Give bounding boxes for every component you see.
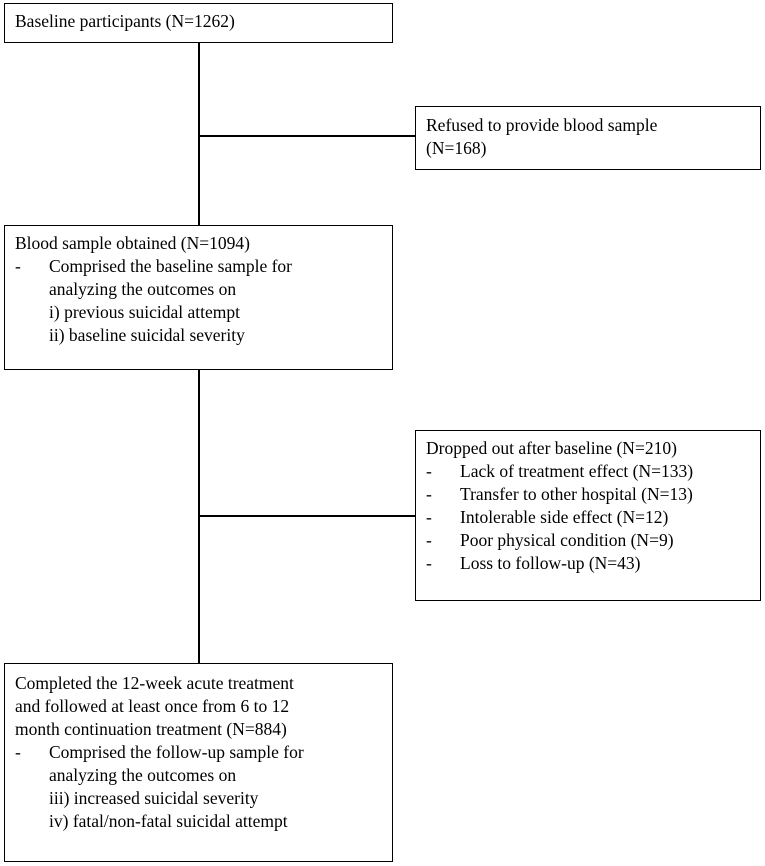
dropped-out-title: Dropped out after baseline (N=210) xyxy=(426,438,677,458)
dropout-reason-text: Lack of treatment effect (N=133) xyxy=(460,461,694,481)
bullet-dash: - xyxy=(15,256,21,276)
follow-up-bullet: - Comprised the follow-up sample for xyxy=(15,741,382,764)
completed-treatment-line3: month continuation treatment (N=884) xyxy=(15,719,287,739)
bullet-dash: - xyxy=(426,484,432,504)
dropout-reason-item: - Intolerable side effect (N=12) xyxy=(426,506,750,529)
refused-blood-sample-count: (N=168) xyxy=(426,138,487,158)
outcome-item-4: iv) fatal/non-fatal suicidal attempt xyxy=(49,811,288,831)
blood-sample-obtained-box: Blood sample obtained (N=1094) - Compris… xyxy=(4,225,393,370)
blood-sample-bullet: - Comprised the baseline sample for xyxy=(15,255,382,278)
connector-to-dropped xyxy=(198,515,416,517)
bullet-dash: - xyxy=(15,742,21,762)
blood-sample-bullet-line1: Comprised the baseline sample for xyxy=(49,256,292,276)
dropout-reason-item: - Loss to follow-up (N=43) xyxy=(426,552,750,575)
refused-blood-sample-box: Refused to provide blood sample (N=168) xyxy=(415,106,761,170)
follow-up-bullet-line2: analyzing the outcomes on xyxy=(49,765,237,785)
completed-treatment-line2: and followed at least once from 6 to 12 xyxy=(15,696,290,716)
dropout-reason-text: Loss to follow-up (N=43) xyxy=(460,553,641,573)
bullet-dash: - xyxy=(426,530,432,550)
dropout-reason-text: Transfer to other hospital (N=13) xyxy=(460,484,693,504)
follow-up-bullet-line1: Comprised the follow-up sample for xyxy=(49,742,304,762)
blood-sample-obtained-title: Blood sample obtained (N=1094) xyxy=(15,233,250,253)
outcome-item-1: i) previous suicidal attempt xyxy=(49,302,240,322)
completed-treatment-line1: Completed the 12-week acute treatment xyxy=(15,673,294,693)
connector-to-refused xyxy=(198,135,416,137)
blood-sample-bullet-line2: analyzing the outcomes on xyxy=(49,279,237,299)
bullet-dash: - xyxy=(426,507,432,527)
dropout-reason-text: Poor physical condition (N=9) xyxy=(460,530,674,550)
baseline-participants-box: Baseline participants (N=1262) xyxy=(4,3,393,43)
dropout-reason-item: - Lack of treatment effect (N=133) xyxy=(426,460,750,483)
dropout-reason-item: - Poor physical condition (N=9) xyxy=(426,529,750,552)
dropped-out-box: Dropped out after baseline (N=210) - Lac… xyxy=(415,430,761,601)
baseline-participants-label: Baseline participants (N=1262) xyxy=(15,11,235,31)
outcome-item-3: iii) increased suicidal severity xyxy=(49,788,259,808)
outcome-item-2: ii) baseline suicidal severity xyxy=(49,325,245,345)
bullet-dash: - xyxy=(426,553,432,573)
bullet-dash: - xyxy=(426,461,432,481)
dropout-reason-item: - Transfer to other hospital (N=13) xyxy=(426,483,750,506)
refused-blood-sample-label: Refused to provide blood sample xyxy=(426,115,658,135)
completed-treatment-box: Completed the 12-week acute treatment an… xyxy=(4,663,393,862)
dropout-reason-text: Intolerable side effect (N=12) xyxy=(460,507,669,527)
connector-main-top xyxy=(198,42,200,226)
